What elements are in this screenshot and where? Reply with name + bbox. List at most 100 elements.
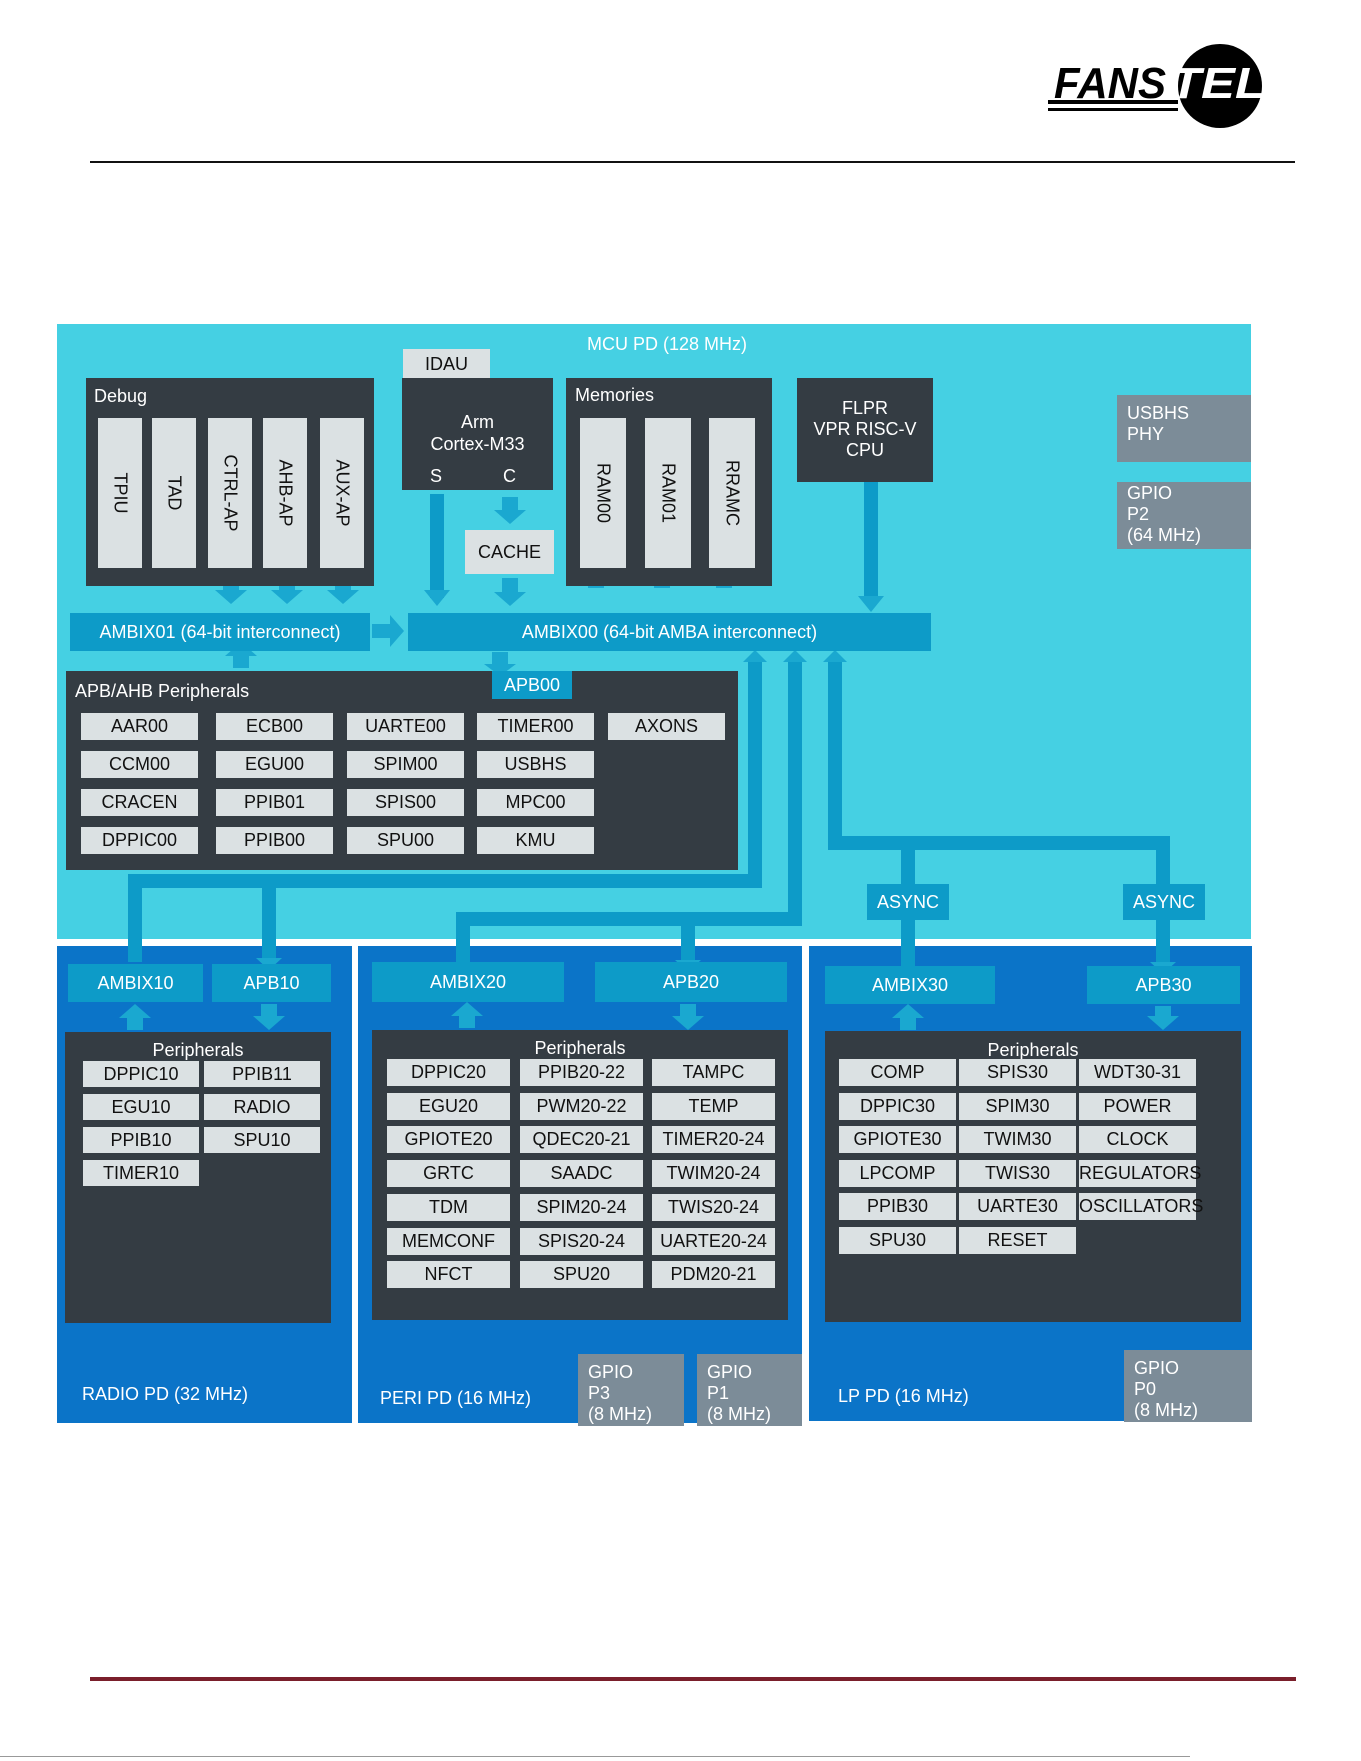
peri-peripheral-chip: QDEC20-21 — [520, 1126, 643, 1154]
async-lp-ambix: ASYNC — [867, 884, 949, 920]
apb10-label: APB10 — [243, 972, 300, 993]
ambix20-bus: AMBIX20 — [372, 962, 564, 1002]
gpio-p2-line1: GPIO — [1127, 483, 1173, 503]
apb30-label: APB30 — [1135, 974, 1192, 995]
peri-peripheral-chip: SAADC — [520, 1160, 643, 1188]
apb-ahb-peripheral-chip: DPPIC00 — [81, 827, 198, 854]
apb20-label: APB20 — [662, 971, 720, 992]
apb-ahb-peripheral-chip: SPIM00 — [347, 751, 464, 778]
peri-pd-title: PERI PD (16 MHz) — [380, 1388, 532, 1408]
lp-peripheral-chip: LPCOMP — [839, 1159, 956, 1187]
lp-peripheral-chip: PPIB30 — [839, 1193, 956, 1220]
flpr-line1: FLPR — [841, 398, 888, 418]
peri-peripheral-chip: UARTE20-24 — [652, 1227, 775, 1255]
usbhs-phy-line2: PHY — [1127, 424, 1165, 444]
svg-text:TEL: TEL — [1170, 59, 1266, 108]
idau-label: IDAU — [424, 353, 468, 374]
apb-ahb-peripheral-chip: UARTE00 — [347, 713, 464, 740]
lp-peripheral-chip: SPIM30 — [959, 1092, 1076, 1120]
async-lp-apb: ASYNC — [1123, 884, 1205, 920]
peri-peripheral-chip: PPIB20-22 — [520, 1059, 643, 1086]
gpio-p1-line1: GPIO — [707, 1362, 753, 1382]
flpr-block: FLPR VPR RISC-V CPU — [797, 378, 933, 482]
lp-peripheral-chip: SPU30 — [839, 1226, 956, 1254]
peri-peripheral-chip: TIMER20-24 — [652, 1126, 775, 1154]
apb-ahb-peripheral-chip: ECB00 — [216, 713, 333, 740]
footer-thin-rule — [0, 1756, 1190, 1757]
header-rule — [90, 161, 1295, 163]
radio-pd-title: RADIO PD (32 MHz) — [82, 1384, 249, 1404]
cpu-port-s: S — [430, 466, 443, 486]
apb-ahb-peripheral-chip: SPU00 — [347, 827, 464, 854]
gpio-p2-line3: (64 MHz) — [1127, 525, 1202, 545]
peri-peripheral-chip: GRTC — [387, 1160, 510, 1188]
radio-peripheral-chip: PPIB10 — [83, 1127, 199, 1153]
debug-item-tpiu: TPIU — [98, 418, 142, 568]
apb-ahb-peripheral-chip: PPIB01 — [216, 789, 333, 816]
gpio-p1-block: GPIO P1 (8 MHz) — [697, 1354, 802, 1426]
ambix01-label: AMBIX01 (64-bit interconnect) — [99, 621, 341, 642]
peri-peripheral-chip: MEMCONF — [387, 1227, 510, 1255]
gpio-p0-line1: GPIO — [1134, 1358, 1180, 1378]
apb10-bus: APB10 — [212, 964, 331, 1002]
idau-block: IDAU — [403, 349, 490, 379]
radio-peripheral-chip: TIMER10 — [83, 1160, 199, 1186]
apb00-bus: APB00 — [492, 671, 572, 699]
apb-ahb-title: APB/AHB Peripherals — [75, 681, 250, 701]
apb-ahb-peripheral-chip: PPIB00 — [216, 827, 333, 854]
memory-rramc: RRAMC — [709, 418, 755, 568]
ambix30-bus: AMBIX30 — [825, 966, 995, 1004]
peri-peripheral-chip: PDM20-21 — [652, 1261, 775, 1289]
peri-peripheral-chip: TWIS20-24 — [652, 1193, 775, 1221]
apb30-bus: APB30 — [1087, 966, 1240, 1004]
mcu-pd-title: MCU PD (128 MHz) — [587, 334, 748, 354]
memory-ram01: RAM01 — [645, 418, 691, 568]
peri-peripheral-chip: DPPIC20 — [387, 1059, 510, 1086]
lp-peripheral-chip: REGULATORS — [1079, 1159, 1201, 1187]
radio-peripheral-chip: RADIO — [204, 1094, 320, 1120]
usbhs-phy-line1: USBHS — [1127, 403, 1190, 423]
gpio-p1-line3: (8 MHz) — [707, 1404, 771, 1424]
lp-peripheral-chip: TWIM30 — [959, 1126, 1076, 1153]
radio-peripherals-title: Peripherals — [152, 1040, 244, 1060]
gpio-p0-line3: (8 MHz) — [1134, 1400, 1198, 1420]
lp-peripheral-chip: UARTE30 — [959, 1193, 1076, 1220]
memories-title: Memories — [575, 385, 655, 405]
peri-peripherals-title: Peripherals — [534, 1038, 626, 1058]
gpio-p3-line3: (8 MHz) — [588, 1404, 652, 1424]
radio-peripheral-chip: PPIB11 — [204, 1061, 320, 1087]
lp-pd-title: LP PD (16 MHz) — [838, 1386, 969, 1406]
debug-item-ahb-ap: AHB-AP — [263, 418, 307, 568]
fanstel-logo: FANS TEL — [1048, 42, 1278, 130]
memory-ram00: RAM00 — [580, 418, 626, 568]
lp-peripherals-title: Peripherals — [987, 1040, 1079, 1060]
ambix20-label: AMBIX20 — [429, 971, 507, 992]
lp-peripheral-chip: COMP — [839, 1059, 956, 1086]
peri-peripheral-chip: TWIM20-24 — [652, 1160, 775, 1188]
apb20-bus: APB20 — [595, 962, 787, 1002]
lp-peripheral-chip: POWER — [1079, 1092, 1196, 1120]
peri-peripheral-chip: TEMP — [652, 1092, 775, 1120]
radio-peripheral-chip: SPU10 — [204, 1127, 320, 1153]
ambix10-label: AMBIX10 — [97, 972, 174, 993]
lp-peripheral-chip: RESET — [959, 1226, 1076, 1254]
usbhs-phy-block: USBHS PHY — [1117, 395, 1251, 462]
gpio-p3-block: GPIO P3 (8 MHz) — [578, 1354, 684, 1426]
peri-peripheral-chip: PWM20-22 — [520, 1092, 643, 1120]
gpio-p3-line2: P3 — [588, 1383, 611, 1403]
debug-item-ctrl-ap: CTRL-AP — [208, 418, 252, 568]
apb-ahb-peripheral-chip: USBHS — [477, 751, 594, 778]
cpu-port-c: C — [503, 466, 516, 486]
ambix01-bus: AMBIX01 (64-bit interconnect) — [70, 613, 370, 651]
cache-label: CACHE — [477, 541, 541, 562]
gpio-p3-line1: GPIO — [588, 1362, 634, 1382]
debug-title: Debug — [94, 386, 148, 406]
gpio-p2-line2: P2 — [1127, 504, 1150, 524]
lp-peripheral-chip: TWIS30 — [959, 1159, 1076, 1187]
ambix30-label: AMBIX30 — [871, 974, 949, 995]
peri-peripheral-chip: TDM — [387, 1193, 510, 1221]
lp-peripheral-chip: CLOCK — [1079, 1126, 1196, 1153]
apb-ahb-peripheral-chip: MPC00 — [477, 789, 594, 816]
cpu-line1: Arm — [461, 412, 494, 432]
apb-ahb-peripheral-chip: TIMER00 — [477, 713, 594, 740]
